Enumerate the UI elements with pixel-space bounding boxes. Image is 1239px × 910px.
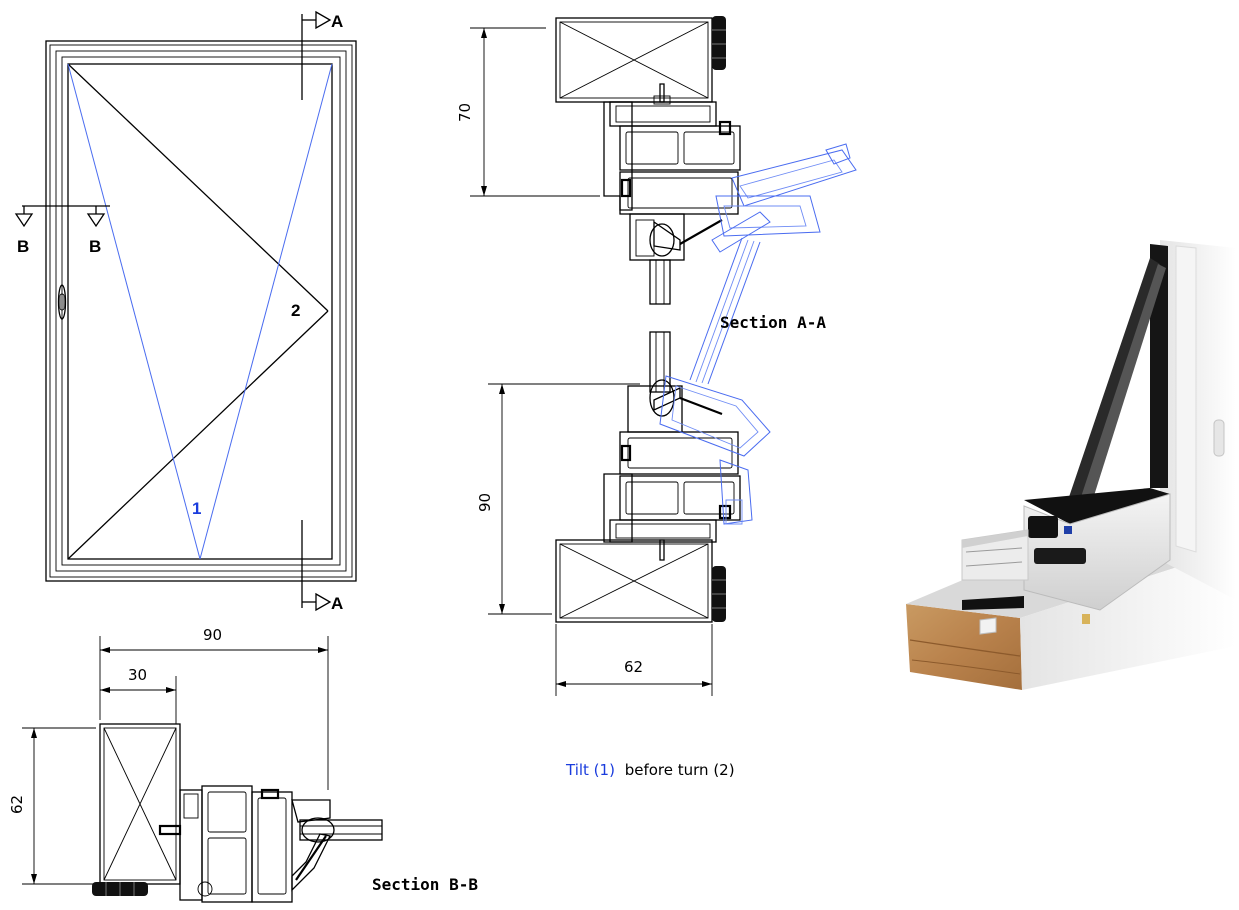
glazing-bottom (649, 331, 675, 417)
turn-number: 2 (291, 301, 300, 320)
window-elevation: A A B B 1 2 (14, 10, 357, 613)
outer-frame (45, 40, 357, 582)
frame-line-2 (49, 44, 353, 578)
dim-width: 62 (555, 624, 713, 696)
turn-line-upper (67, 63, 329, 312)
section-a-title: Section A-A (720, 313, 826, 332)
section-b-title: Section B-B (372, 875, 478, 894)
frame-profile-top (603, 83, 741, 215)
wall-block-top (555, 16, 726, 103)
tilted-sash-ghost (659, 143, 857, 525)
dim-frame: 30 (100, 666, 177, 724)
dim-overall-value: 90 (203, 626, 222, 644)
caption: Tilt (1) before turn (2) (565, 761, 735, 779)
dim-overall: 90 (99, 626, 329, 790)
section-a-label-bottom: A (331, 594, 343, 613)
caption-tilt: Tilt (1) (565, 761, 615, 779)
handle-icon (57, 284, 67, 320)
dim-height: 62 (8, 727, 96, 885)
dim-height-value: 62 (8, 795, 26, 814)
wall-block-side (92, 723, 181, 896)
dim-frame-value: 30 (128, 666, 147, 684)
tilt-line-left (67, 63, 201, 560)
dim-bottom: 90 (476, 383, 640, 615)
wood-sill (906, 604, 1022, 690)
wall-block-bottom (555, 539, 726, 623)
caption-turn: before turn (2) (625, 761, 735, 779)
glazing-top (649, 259, 671, 305)
section-b-label-right: B (89, 237, 101, 256)
dim-bottom-value: 90 (476, 493, 494, 512)
section-a-marker-bottom: A (301, 520, 343, 613)
frame-profile-side (158, 785, 331, 903)
section-b-marker: B B (14, 205, 110, 256)
tilt-number: 1 (192, 499, 201, 518)
product-photo (906, 240, 1236, 690)
seal-strip-top (712, 16, 726, 70)
tilt-line-right (199, 63, 333, 560)
section-a-drawing: 70 90 62 Section A-A (456, 16, 857, 696)
frame-line-3 (55, 50, 347, 572)
section-a-marker-top: A (301, 10, 343, 100)
dim-width-value: 62 (624, 658, 643, 676)
dim-top: 70 (456, 27, 600, 197)
glazing-side (299, 817, 383, 843)
gasket-vertical (1150, 244, 1168, 488)
section-b-label-left: B (17, 237, 29, 256)
jamb-profile (1160, 240, 1236, 600)
dim-top-value: 70 (456, 103, 474, 122)
sash-glass-top (629, 213, 723, 305)
frame-profile-bottom (603, 385, 741, 561)
turn-line-lower (67, 310, 329, 560)
section-b-drawing: 90 30 62 (8, 626, 478, 903)
sash-line-1 (61, 56, 341, 566)
rail-profile (1023, 493, 1171, 611)
section-a-label-top: A (331, 12, 343, 31)
